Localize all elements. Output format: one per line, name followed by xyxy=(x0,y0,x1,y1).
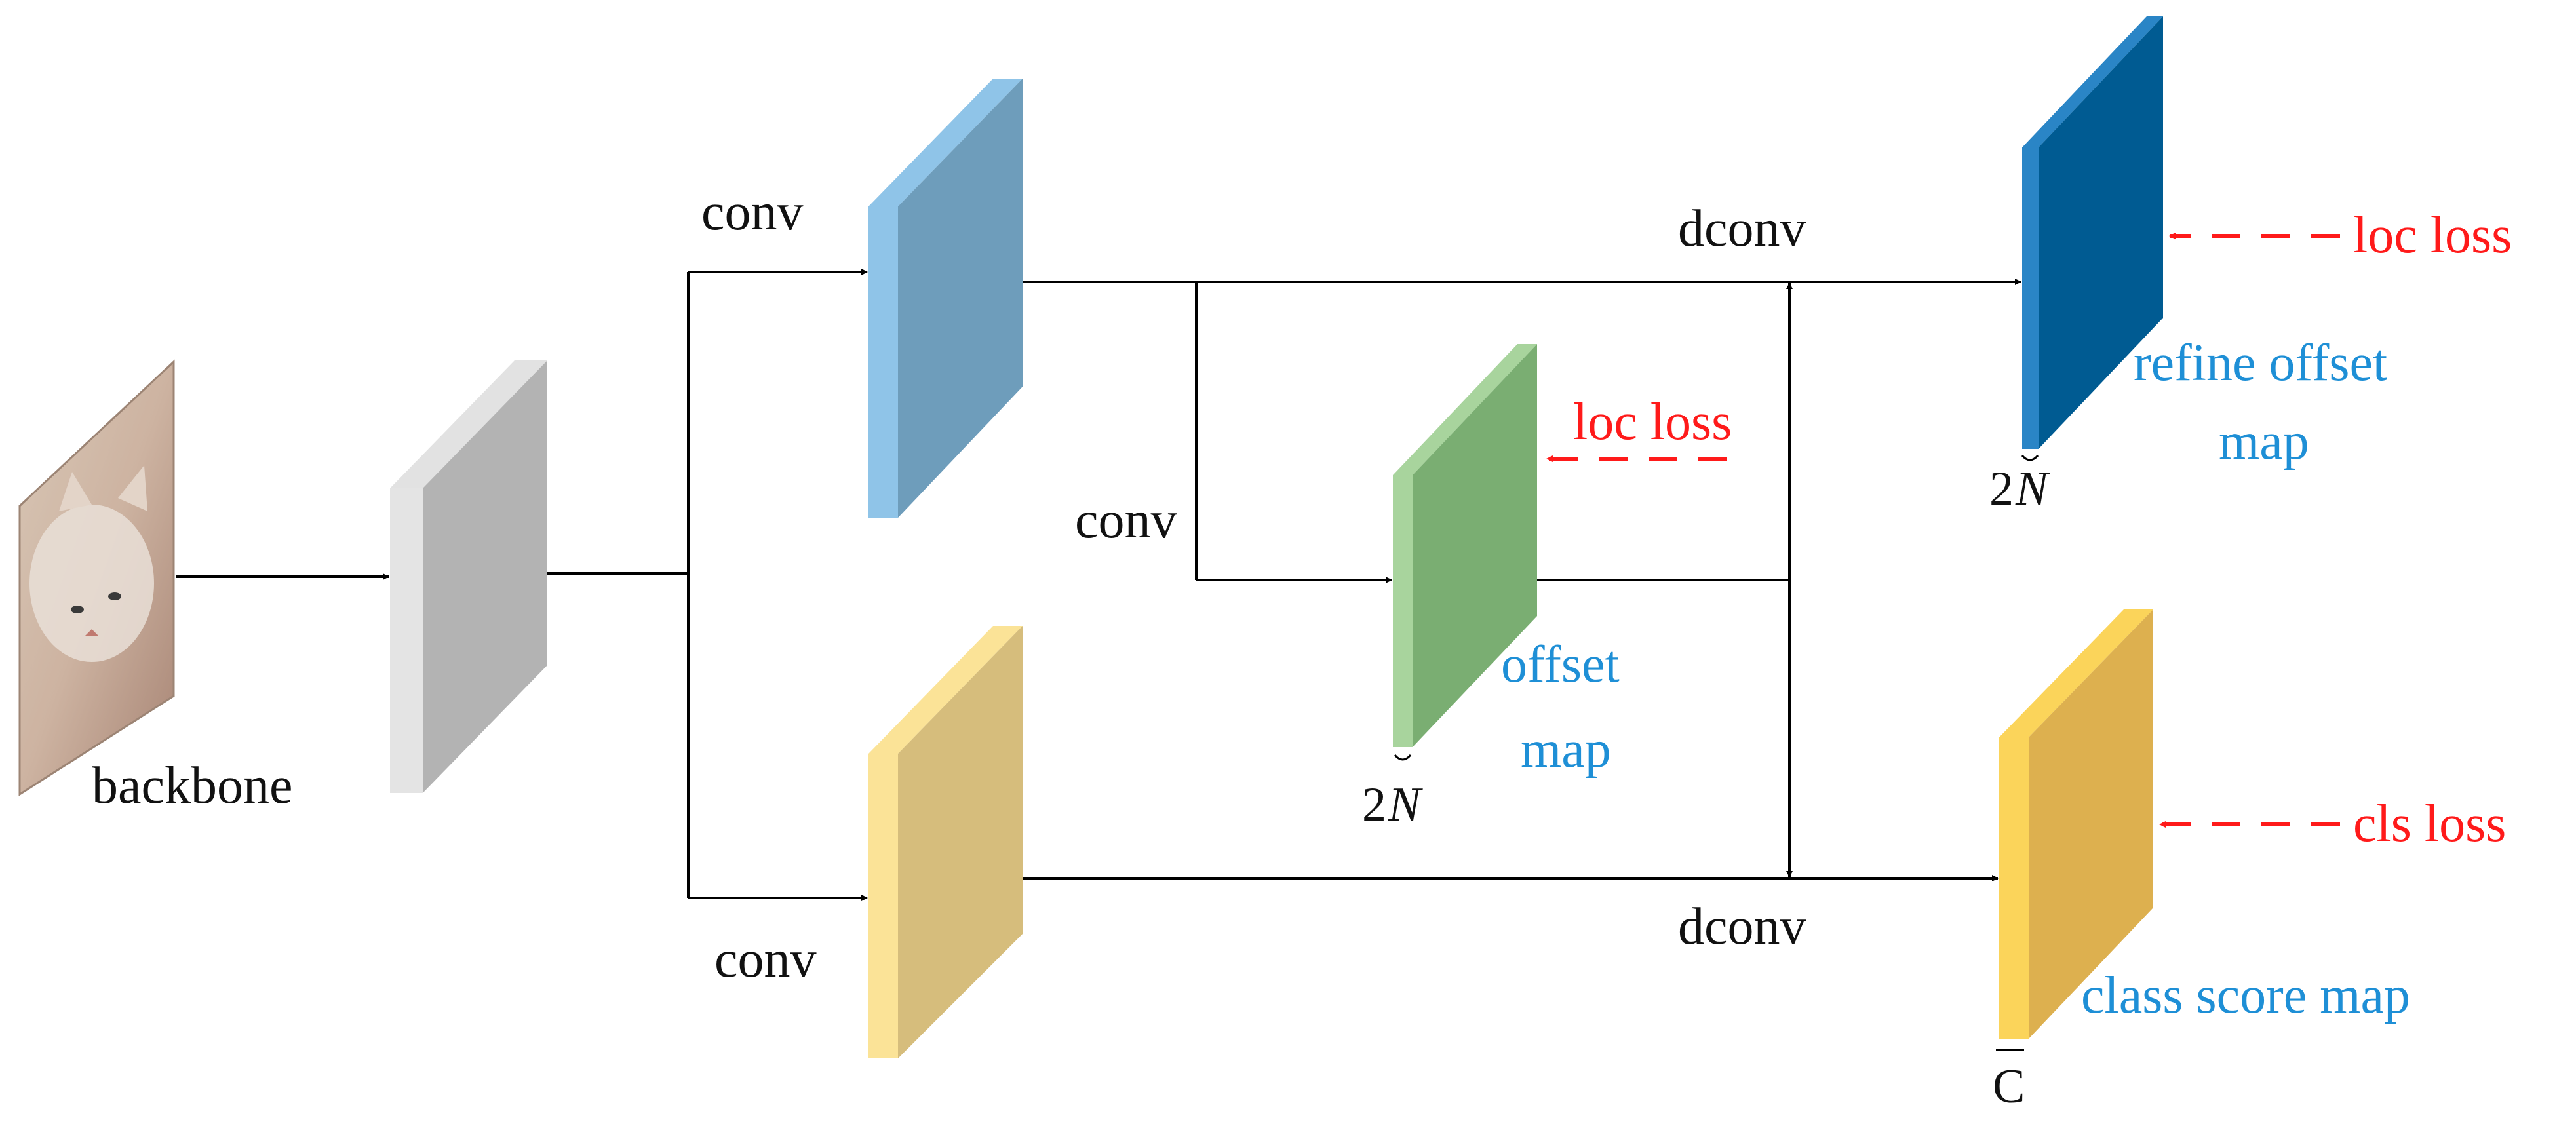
dim-refine-variable: N xyxy=(2015,462,2050,516)
cat-photo-icon xyxy=(18,359,175,796)
connectors xyxy=(176,269,2021,901)
offset-map-label-line2: map xyxy=(1521,721,1611,779)
refine-offset-map-label-line1: refine offset xyxy=(2134,334,2387,392)
conv-top-block xyxy=(868,79,1023,518)
class-score-map-label: class score map xyxy=(2081,967,2410,1024)
dim-class: C xyxy=(1993,1049,2025,1113)
dim-offset-number: 2 xyxy=(1362,778,1386,832)
dim-offset-variable: N xyxy=(1388,778,1423,832)
offset-map-label-line1: offset xyxy=(1501,636,1620,693)
backbone-feature-block xyxy=(390,360,547,793)
cls-loss-label: cls loss xyxy=(2353,795,2506,853)
loss-arrows xyxy=(1546,233,2340,828)
offset-map-block xyxy=(1393,344,1537,747)
conv-bottom-label: conv xyxy=(714,931,817,988)
class-score-map-block xyxy=(1999,609,2153,1039)
dim-offset: 2 N xyxy=(1362,754,1423,832)
dconv-top-label: dconv xyxy=(1678,200,1806,258)
dim-refine-number: 2 xyxy=(1989,462,2014,516)
refine-offset-map-block xyxy=(2022,16,2163,449)
dim-refine: 2 N xyxy=(1989,454,2050,516)
backbone-label: backbone xyxy=(92,757,293,815)
conv-top-label: conv xyxy=(701,184,804,241)
conv-bottom-block xyxy=(868,626,1023,1058)
loc-loss-mid-label: loc loss xyxy=(1573,393,1732,451)
conv-mid-label: conv xyxy=(1075,492,1177,549)
dconv-bottom-label: dconv xyxy=(1678,898,1806,956)
loc-loss-right-label: loc loss xyxy=(2353,206,2512,264)
dim-class-variable: C xyxy=(1993,1060,2025,1113)
refine-offset-map-label-line2: map xyxy=(2219,413,2309,471)
